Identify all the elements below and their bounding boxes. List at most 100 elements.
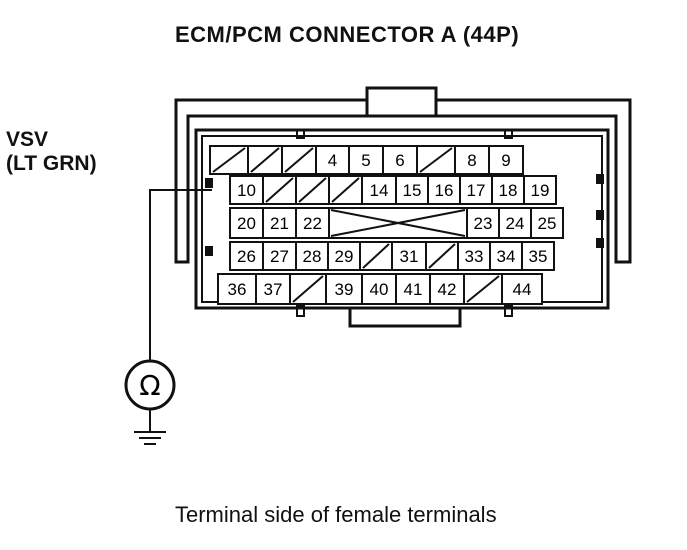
terminal-number: 35: [529, 247, 548, 266]
terminal-cell: 39: [325, 273, 363, 305]
terminal-number: 9: [501, 151, 510, 170]
terminal-cell: [247, 145, 283, 175]
terminal-number: 23: [474, 214, 493, 233]
terminal-cell: [289, 273, 327, 305]
blank-terminal-slash: [419, 147, 453, 173]
terminal-number: 4: [328, 151, 337, 170]
terminal-cell: 37: [255, 273, 291, 305]
terminal-number: 25: [538, 214, 557, 233]
terminal-cell: 14: [361, 175, 397, 205]
terminal-cell: [359, 241, 393, 271]
terminal-cell: [328, 207, 468, 239]
blank-terminal-slash: [331, 177, 360, 203]
terminal-cell: [328, 175, 363, 205]
terminal-cell: 27: [262, 241, 297, 271]
terminal-number: 6: [395, 151, 404, 170]
wire-label: VSV (LT GRN): [6, 128, 97, 176]
blank-terminal-slash: [362, 243, 390, 269]
terminal-number: 21: [270, 214, 289, 233]
terminal-cell: 20: [229, 207, 264, 239]
terminal-cell: [281, 145, 317, 175]
test-lead: [149, 189, 212, 360]
terminal-cell: 6: [382, 145, 418, 175]
terminal-cell: 5: [348, 145, 384, 175]
terminal-cell: 36: [217, 273, 257, 305]
terminal-cell: 8: [454, 145, 490, 175]
blank-terminal-slash: [428, 243, 456, 269]
terminal-cell: 9: [488, 145, 524, 175]
terminal-cell: 22: [295, 207, 330, 239]
terminal-number: 29: [335, 247, 354, 266]
terminal-cell: 26: [229, 241, 264, 271]
terminal-cell: 44: [501, 273, 543, 305]
terminal-cell: 31: [391, 241, 427, 271]
terminal-cell: 25: [530, 207, 564, 239]
terminal-number: 31: [400, 247, 419, 266]
ohm-symbol: Ω: [139, 369, 160, 402]
terminal-number: 14: [370, 181, 389, 200]
terminal-cell: [463, 273, 503, 305]
terminal-cell: 33: [457, 241, 491, 271]
blank-terminal-cross: [330, 209, 466, 237]
terminal-cell: 35: [521, 241, 555, 271]
terminal-grid: 4 5 6 8 9 10 14 15 16 17 18 19 20 21 22 23 24 25 26 27 28 29 3…: [209, 145, 564, 305]
blank-terminal-slash: [284, 147, 314, 173]
terminal-number: 36: [228, 280, 247, 299]
terminal-cell: [209, 145, 249, 175]
blank-terminal-slash: [298, 177, 327, 203]
terminal-cell: 10: [229, 175, 264, 205]
terminal-number: 10: [237, 181, 256, 200]
terminal-number: 16: [435, 181, 454, 200]
caption: Terminal side of female terminals: [175, 502, 497, 527]
terminal-cell: 23: [466, 207, 500, 239]
terminal-number: 42: [438, 280, 457, 299]
terminal-number: 40: [370, 280, 389, 299]
terminal-number: 37: [264, 280, 283, 299]
blank-terminal-slash: [292, 275, 324, 303]
connector-posts: [296, 129, 513, 317]
terminal-cell: [425, 241, 459, 271]
terminal-number: 15: [403, 181, 422, 200]
blank-terminal-slash: [466, 275, 500, 303]
terminal-cell: 29: [327, 241, 361, 271]
terminal-number: 19: [531, 181, 550, 200]
terminal-number: 34: [497, 247, 516, 266]
blank-terminal-slash: [250, 147, 280, 173]
terminal-number: 27: [270, 247, 289, 266]
terminal-number: 8: [467, 151, 476, 170]
terminal-cell: 42: [429, 273, 465, 305]
ohmmeter: Ω: [124, 359, 176, 411]
terminal-cell: [262, 175, 297, 205]
blank-terminal-slash: [212, 147, 246, 173]
terminal-number: 28: [303, 247, 322, 266]
terminal-cell: 16: [427, 175, 461, 205]
terminal-number: 22: [303, 214, 322, 233]
blank-terminal-slash: [265, 177, 294, 203]
terminal-cell: 19: [523, 175, 557, 205]
terminal-cell: 28: [295, 241, 329, 271]
connector-title: ECM/PCM CONNECTOR A (44P): [175, 22, 520, 47]
terminal-number: 39: [335, 280, 354, 299]
ground-icon: [134, 409, 166, 445]
wire-color: (LT GRN): [6, 152, 97, 175]
terminal-cell: 34: [489, 241, 523, 271]
terminal-number: 41: [404, 280, 423, 299]
terminal-cell: 21: [262, 207, 297, 239]
terminal-cell: 18: [491, 175, 525, 205]
terminal-cell: 17: [459, 175, 493, 205]
terminal-cell: 40: [361, 273, 397, 305]
terminal-number: 5: [361, 151, 370, 170]
terminal-number: 17: [467, 181, 486, 200]
connector-tabs: [205, 174, 604, 256]
terminal-cell: [295, 175, 330, 205]
terminal-number: 18: [499, 181, 518, 200]
terminal-cell: [416, 145, 456, 175]
terminal-number: 24: [506, 214, 525, 233]
terminal-number: 26: [237, 247, 256, 266]
terminal-number: 20: [237, 214, 256, 233]
terminal-number: 44: [513, 280, 532, 299]
terminal-number: 33: [465, 247, 484, 266]
terminal-cell: 15: [395, 175, 429, 205]
terminal-cell: 41: [395, 273, 431, 305]
